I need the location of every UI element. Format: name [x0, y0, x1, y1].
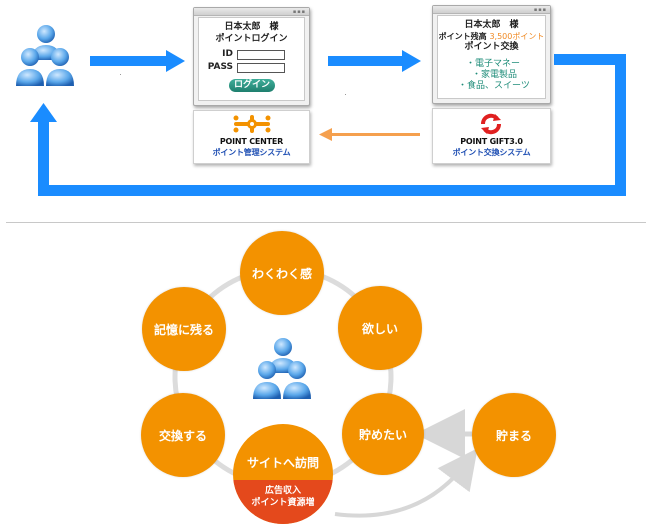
users-group-icon: [16, 25, 74, 86]
login-title: ポイントログイン: [215, 34, 288, 44]
point-center-subtitle: ポイント管理システム: [212, 148, 291, 157]
orange-return-arrow: [319, 128, 420, 141]
gift-title: ポイント交換: [464, 42, 519, 52]
visit-lower-band: [233, 480, 333, 524]
id-label: ID: [222, 49, 233, 59]
login-window: ▪▪▪ 日本太郎 様 ポイントログイン ID PASS ログイン: [193, 7, 310, 106]
visit-sub-line1: 広告収入: [264, 486, 301, 496]
node-wakuwaku: わくわく感: [240, 231, 324, 315]
gift-user-name: 日本太郎 様: [464, 20, 519, 30]
point-center-logo: POINT CENTER ポイント管理システム: [193, 110, 310, 164]
gift-item-appliances: ・家電製品: [472, 70, 518, 80]
loop-arrow: [30, 54, 626, 196]
node-site-visit: サイトへ訪問 広告収入 ポイント資源増: [233, 424, 333, 524]
login-button[interactable]: ログイン: [229, 79, 275, 92]
balance-value: 3,500ポイント: [489, 32, 545, 41]
arrow-to-gift: [328, 50, 421, 72]
node-tametai: 貯めたい: [342, 393, 424, 475]
visit-label: サイトへ訪問: [246, 456, 319, 470]
node-kioku: 記憶に残る: [142, 287, 226, 371]
gear-network-icon: [233, 115, 271, 133]
balance-row: ポイント残高 3,500ポイント: [438, 31, 545, 42]
node-hoshii: 欲しい: [338, 286, 422, 370]
point-gift-title: POINT GIFT3.0: [460, 137, 523, 146]
window-titlebar: ▪▪▪: [194, 8, 309, 16]
gift-item-emoney: ・電子マネー: [466, 59, 521, 69]
visit-sub-line2: ポイント資源増: [251, 498, 315, 508]
balance-label: ポイント残高: [438, 32, 487, 41]
arrow-to-login: [90, 50, 185, 72]
arrow-to-tameru: [334, 448, 478, 518]
login-user-name: 日本太郎 様: [224, 22, 279, 32]
refresh-arrows-icon: [481, 113, 501, 135]
point-gift-logo: POINT GIFT3.0 ポイント交換システム: [432, 108, 551, 164]
point-center-title: POINT CENTER: [219, 137, 284, 146]
point-gift-subtitle: ポイント交換システム: [452, 148, 531, 157]
section-divider: [6, 222, 646, 223]
pass-label: PASS: [207, 62, 233, 72]
users-group-icon: [253, 338, 311, 399]
window-titlebar: ▪▪▪: [433, 6, 550, 14]
node-tameru: 貯まる: [472, 393, 556, 477]
point-gift-window: ▪▪▪ 日本太郎 様 ポイント残高 3,500ポイント ポイント交換 ・電子マネ…: [432, 5, 551, 104]
pass-field[interactable]: [237, 63, 285, 73]
node-koukan: 交換する: [141, 393, 225, 477]
flow-arrows: [30, 50, 626, 196]
id-field[interactable]: [237, 50, 285, 60]
gift-item-food: ・食品、スイーツ: [458, 81, 530, 91]
